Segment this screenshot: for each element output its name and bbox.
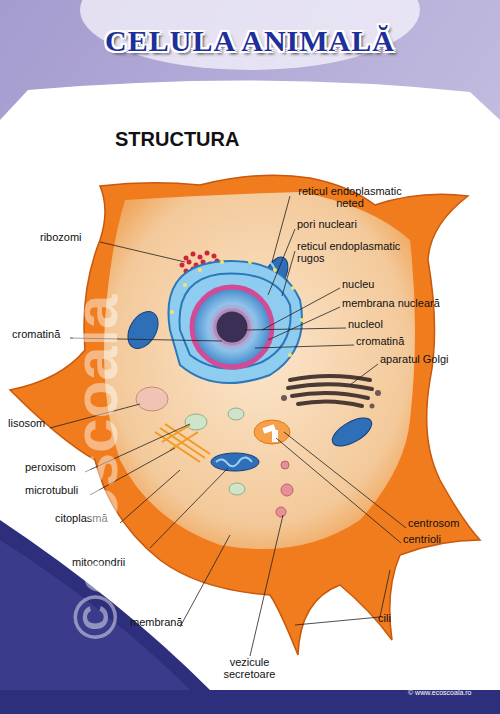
secretory-vesicles [276, 461, 293, 517]
rough-er [168, 261, 302, 383]
rough-er [180, 274, 291, 369]
part-label: membrana nucleară [342, 297, 462, 309]
copyright-note: © www.ecoscoala.ro [408, 688, 498, 697]
lysosome [136, 387, 168, 411]
part-label: vezicule secretoare [212, 656, 287, 680]
part-label: reticul endoplasmatic rugos [297, 240, 417, 264]
part-label: membrană [130, 616, 210, 628]
part-label: cili [378, 612, 418, 624]
peroxisome [185, 414, 207, 430]
mitochondrion-cristae [216, 457, 252, 466]
golgi-vesicles [281, 390, 381, 409]
part-label: nucleu [342, 278, 422, 290]
part-label: nucleol [348, 318, 428, 330]
nucleus [192, 287, 272, 367]
leader-lines [50, 196, 406, 656]
watermark: ©ecoscoala [60, 294, 131, 640]
poster-title: CELULA ANIMALĂ [0, 24, 500, 58]
part-label: centrioli [403, 533, 483, 545]
nucleolus [215, 310, 249, 344]
mitochondrion [211, 453, 259, 471]
part-label: centrosom [408, 517, 488, 529]
part-label: pori nucleari [297, 218, 417, 230]
part-label: ribozomi [40, 231, 120, 243]
section-heading: STRUCTURA [115, 128, 315, 150]
microtubules [155, 424, 210, 462]
part-label: reticul endoplasmatic neted [290, 185, 410, 209]
part-label: cromatină [356, 335, 436, 347]
cell-membrane [10, 175, 480, 655]
part-label: aparatul Golgi [380, 353, 490, 365]
mitochondrion [328, 412, 376, 451]
golgi-apparatus [288, 376, 372, 406]
peroxisome [229, 483, 245, 495]
white-panel [0, 80, 500, 690]
peroxisome [228, 408, 244, 420]
